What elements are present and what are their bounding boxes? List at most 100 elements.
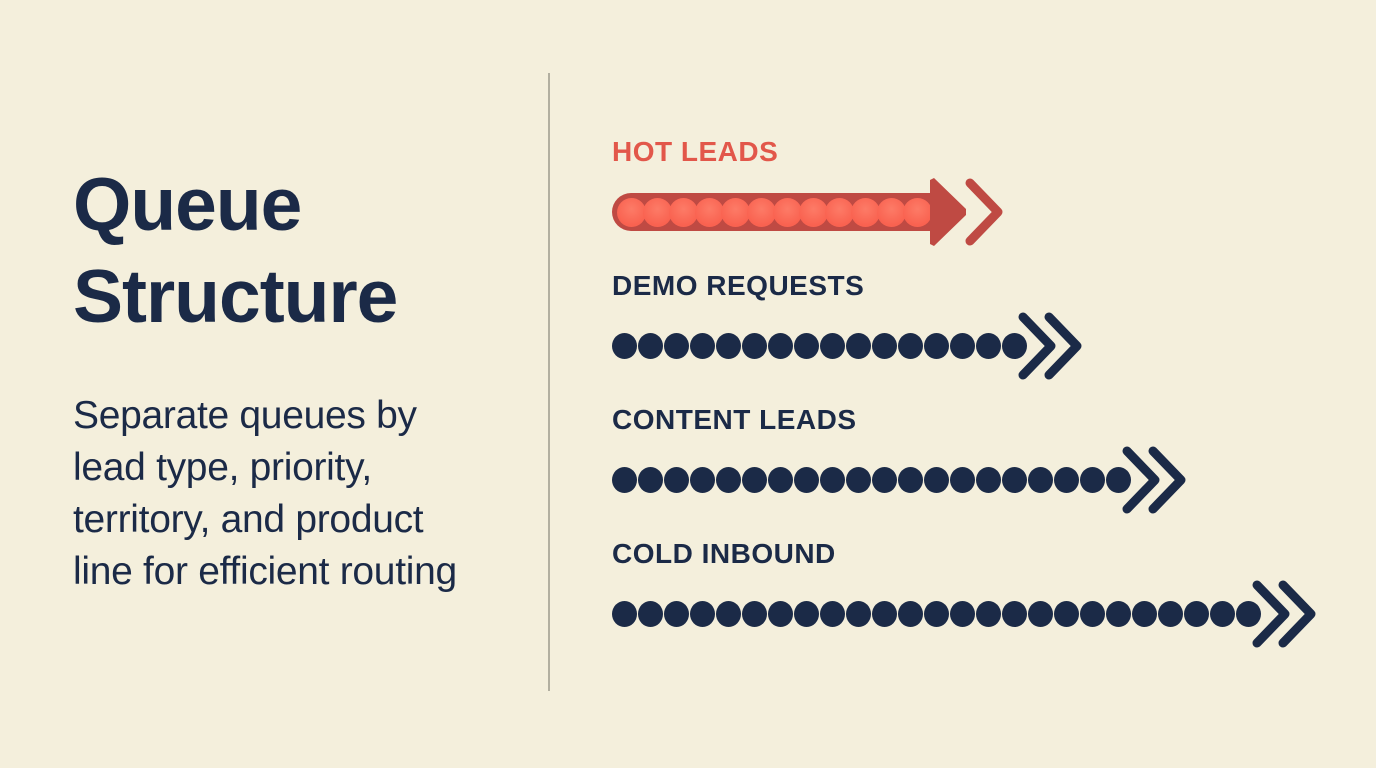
queue-dot <box>877 197 906 227</box>
queue-dot <box>872 601 897 627</box>
double-chevron-right-icon <box>1252 580 1316 648</box>
queue-dot <box>1210 601 1235 627</box>
description-line: territory, and product <box>73 498 424 541</box>
queue-dot <box>976 601 1001 627</box>
queue-dot <box>612 601 637 627</box>
queue-dot <box>872 467 897 493</box>
content-leads-track <box>612 445 1186 515</box>
queue-dot <box>768 333 793 359</box>
queue-dot <box>716 467 741 493</box>
queue-row-demo-requests: DEMO REQUESTS <box>612 270 1082 381</box>
queue-dot <box>903 197 932 227</box>
demo-requests-track <box>612 311 1082 381</box>
queue-dot <box>768 601 793 627</box>
queue-dot <box>924 333 949 359</box>
queue-dot <box>1002 601 1027 627</box>
queue-dot <box>747 197 776 227</box>
queue-dot <box>820 467 845 493</box>
queue-dot <box>898 333 923 359</box>
queue-dot <box>976 467 1001 493</box>
queue-dot <box>1106 601 1131 627</box>
queue-dot <box>612 467 637 493</box>
left-panel: Queue Structure Separate queues by lead … <box>73 158 543 598</box>
queue-dot <box>690 333 715 359</box>
queue-dot <box>617 197 646 227</box>
queue-dot <box>851 197 880 227</box>
queue-dot <box>898 601 923 627</box>
queue-row-hot-leads: HOT LEADS <box>612 136 1004 247</box>
queue-dot <box>794 601 819 627</box>
page-title: Queue Structure <box>73 158 543 342</box>
queue-dot <box>1184 601 1209 627</box>
queue-dot <box>1080 601 1105 627</box>
queue-dot <box>716 601 741 627</box>
queue-dot <box>799 197 828 227</box>
queue-row-cold-inbound: COLD INBOUND <box>612 538 1316 649</box>
queue-dot <box>1028 601 1053 627</box>
queue-dot <box>1002 467 1027 493</box>
queue-dot <box>690 467 715 493</box>
queue-dot <box>846 333 871 359</box>
queue-dot <box>768 467 793 493</box>
queue-dot <box>794 333 819 359</box>
queue-label: COLD INBOUND <box>612 538 836 569</box>
queue-dot <box>1106 467 1131 493</box>
cold-inbound-track <box>612 579 1316 649</box>
queue-dot <box>1054 601 1079 627</box>
queue-label: CONTENT LEADS <box>612 404 857 435</box>
queue-dot <box>695 197 724 227</box>
queue-dot <box>794 467 819 493</box>
description: Separate queues by lead type, priority, … <box>73 390 543 598</box>
queue-dot <box>872 333 897 359</box>
double-chevron-right-icon <box>1018 312 1082 380</box>
queue-dot <box>924 467 949 493</box>
queue-dot <box>950 601 975 627</box>
queue-dot <box>664 333 689 359</box>
queue-dot <box>1080 467 1105 493</box>
description-line: line for efficient routing <box>73 550 457 593</box>
queue-dot <box>721 197 750 227</box>
queue-dot <box>742 467 767 493</box>
queue-dot <box>638 601 663 627</box>
queue-dot <box>669 197 698 227</box>
hot-leads-track <box>612 177 1004 247</box>
queue-label: HOT LEADS <box>612 136 779 167</box>
queue-dot <box>846 601 871 627</box>
queue-label: DEMO REQUESTS <box>612 270 865 301</box>
queue-dot <box>924 601 949 627</box>
queue-dot <box>1002 333 1027 359</box>
queue-dot <box>950 333 975 359</box>
queue-dots <box>612 461 1132 499</box>
description-line: lead type, priority, <box>73 446 372 489</box>
queue-dot <box>825 197 854 227</box>
queue-dot <box>1028 467 1053 493</box>
chevron-right-icon <box>965 178 1003 246</box>
hot-leads-bar <box>612 193 932 231</box>
queue-dot <box>638 467 663 493</box>
queue-dot <box>664 601 689 627</box>
queue-dot <box>690 601 715 627</box>
queue-dot <box>820 333 845 359</box>
queue-dot <box>976 333 1001 359</box>
vertical-divider <box>548 73 550 691</box>
queue-dot <box>742 601 767 627</box>
queue-dot <box>1236 601 1261 627</box>
queue-dot <box>950 467 975 493</box>
queue-dot <box>1158 601 1183 627</box>
queue-row-content-leads: CONTENT LEADS <box>612 404 1186 515</box>
queue-dot <box>742 333 767 359</box>
queue-dots <box>612 327 1028 365</box>
queue-dot <box>773 197 802 227</box>
double-chevron-right-icon <box>1122 446 1186 514</box>
queue-dot <box>898 467 923 493</box>
queue-dots <box>617 197 932 227</box>
queue-dot <box>846 467 871 493</box>
description-line: Separate queues by <box>73 394 417 437</box>
queue-dot <box>1054 467 1079 493</box>
page-title-line-1: Queue <box>73 162 302 246</box>
queue-dots <box>612 595 1262 633</box>
queue-dot <box>716 333 741 359</box>
queue-dot <box>664 467 689 493</box>
page-title-line-2: Structure <box>73 254 398 338</box>
